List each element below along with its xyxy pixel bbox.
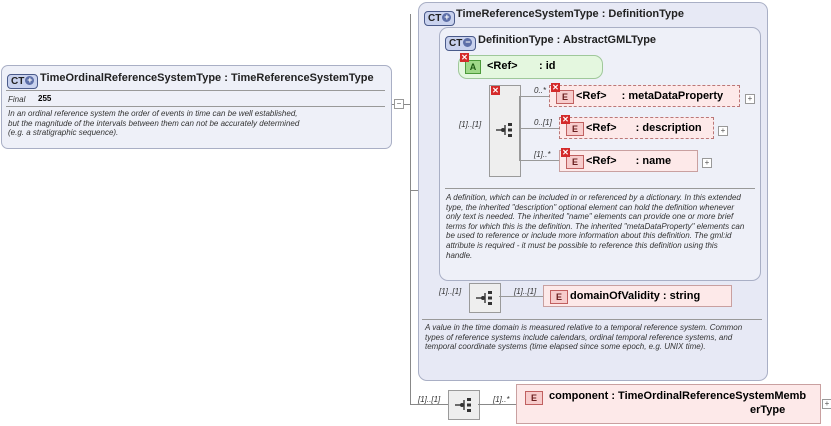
base-type-doc: A value in the time domain is measured r… bbox=[425, 323, 743, 352]
element-multiplicity: [1]..* bbox=[493, 395, 510, 404]
element-domainofvalidity[interactable]: E domainOfValidity : string bbox=[543, 285, 732, 307]
abstract-marker-icon: ✕ bbox=[561, 115, 570, 124]
element-name-line1: component : TimeOrdinalReferenceSystemMe… bbox=[549, 390, 807, 402]
element-ref: <Ref> bbox=[586, 122, 617, 134]
sequence-multiplicity: [1]..[1] bbox=[439, 287, 462, 296]
definition-type-box[interactable]: CT− DefinitionType : AbstractGMLType A <… bbox=[439, 27, 761, 281]
element-name-box[interactable]: E <Ref> : name bbox=[559, 150, 698, 172]
definition-type-doc: A definition, which can be included in o… bbox=[446, 193, 745, 260]
element-name: : description bbox=[635, 122, 702, 134]
element-badge: E bbox=[566, 155, 584, 169]
connector bbox=[499, 296, 543, 297]
sequence-multiplicity: [1]..[1] bbox=[459, 120, 482, 129]
abstract-marker-icon: ✕ bbox=[561, 148, 570, 157]
complex-type-icon: CT− bbox=[445, 36, 477, 51]
definition-type-title: DefinitionType : AbstractGMLType bbox=[478, 34, 657, 46]
connector bbox=[410, 14, 411, 404]
separator bbox=[6, 106, 385, 107]
complex-type-icon: CT+ bbox=[424, 11, 456, 26]
sequence-compositor[interactable] bbox=[448, 390, 480, 420]
connector bbox=[410, 404, 448, 405]
element-badge: E bbox=[556, 90, 574, 104]
element-multiplicity: [1]..[1] bbox=[514, 287, 537, 296]
element-multiplicity: [1]..* bbox=[534, 150, 551, 159]
base-type-title: TimeReferenceSystemType : DefinitionType bbox=[456, 8, 685, 20]
element-name: domainOfValidity : string bbox=[570, 290, 701, 302]
expand-toggle[interactable]: + bbox=[702, 158, 712, 168]
attribute-ref: <Ref> bbox=[487, 60, 518, 72]
connector bbox=[478, 404, 516, 405]
sequence-icon bbox=[455, 398, 471, 412]
final-label: Final bbox=[8, 95, 26, 104]
attribute-name: : id bbox=[539, 60, 556, 72]
element-name: : metaDataProperty bbox=[621, 90, 724, 102]
element-component[interactable]: E component : TimeOrdinalReferenceSystem… bbox=[516, 384, 821, 424]
final-value: 255 bbox=[38, 94, 52, 103]
sequence-icon bbox=[476, 291, 492, 305]
element-multiplicity: 0..* bbox=[534, 86, 547, 95]
connector bbox=[519, 160, 559, 161]
abstract-marker-icon: ✕ bbox=[551, 83, 560, 92]
sequence-multiplicity: [1]..[1] bbox=[418, 395, 441, 404]
element-badge: E bbox=[566, 122, 584, 136]
complex-type-icon: CT+ bbox=[7, 74, 39, 89]
attribute-id[interactable]: A <Ref> : id bbox=[458, 55, 603, 79]
sequence-icon bbox=[496, 123, 512, 137]
abstract-marker-icon: ✕ bbox=[460, 53, 469, 62]
separator bbox=[445, 188, 755, 189]
attribute-badge: A bbox=[465, 60, 481, 74]
separator bbox=[6, 90, 385, 91]
collapse-toggle[interactable]: − bbox=[394, 99, 404, 109]
main-type-box[interactable]: CT+ TimeOrdinalReferenceSystemType : Tim… bbox=[1, 65, 392, 149]
sequence-compositor[interactable] bbox=[469, 283, 501, 313]
element-multiplicity: 0..[1] bbox=[534, 118, 552, 127]
separator bbox=[422, 319, 762, 320]
main-type-title: TimeOrdinalReferenceSystemType : TimeRef… bbox=[40, 72, 374, 84]
element-badge: E bbox=[525, 391, 543, 405]
element-description[interactable]: E <Ref> : description bbox=[559, 117, 714, 139]
element-name-line2: erType bbox=[750, 404, 786, 416]
element-badge: E bbox=[550, 290, 568, 304]
expand-toggle[interactable]: + bbox=[745, 94, 755, 104]
element-ref: <Ref> bbox=[576, 90, 607, 102]
element-metadataproperty[interactable]: E <Ref> : metaDataProperty bbox=[549, 85, 740, 107]
sequence-compositor[interactable] bbox=[489, 85, 521, 177]
connector bbox=[410, 190, 418, 191]
abstract-marker-icon: ✕ bbox=[491, 86, 500, 95]
base-type-box[interactable]: CT+ TimeReferenceSystemType : Definition… bbox=[418, 2, 768, 381]
element-ref: <Ref> bbox=[586, 155, 617, 167]
main-type-doc: In an ordinal reference system the order… bbox=[8, 109, 300, 138]
expand-toggle[interactable]: + bbox=[822, 399, 831, 409]
connector bbox=[519, 96, 549, 97]
connector bbox=[519, 128, 559, 129]
element-name: : name bbox=[635, 155, 672, 167]
expand-toggle[interactable]: + bbox=[718, 126, 728, 136]
